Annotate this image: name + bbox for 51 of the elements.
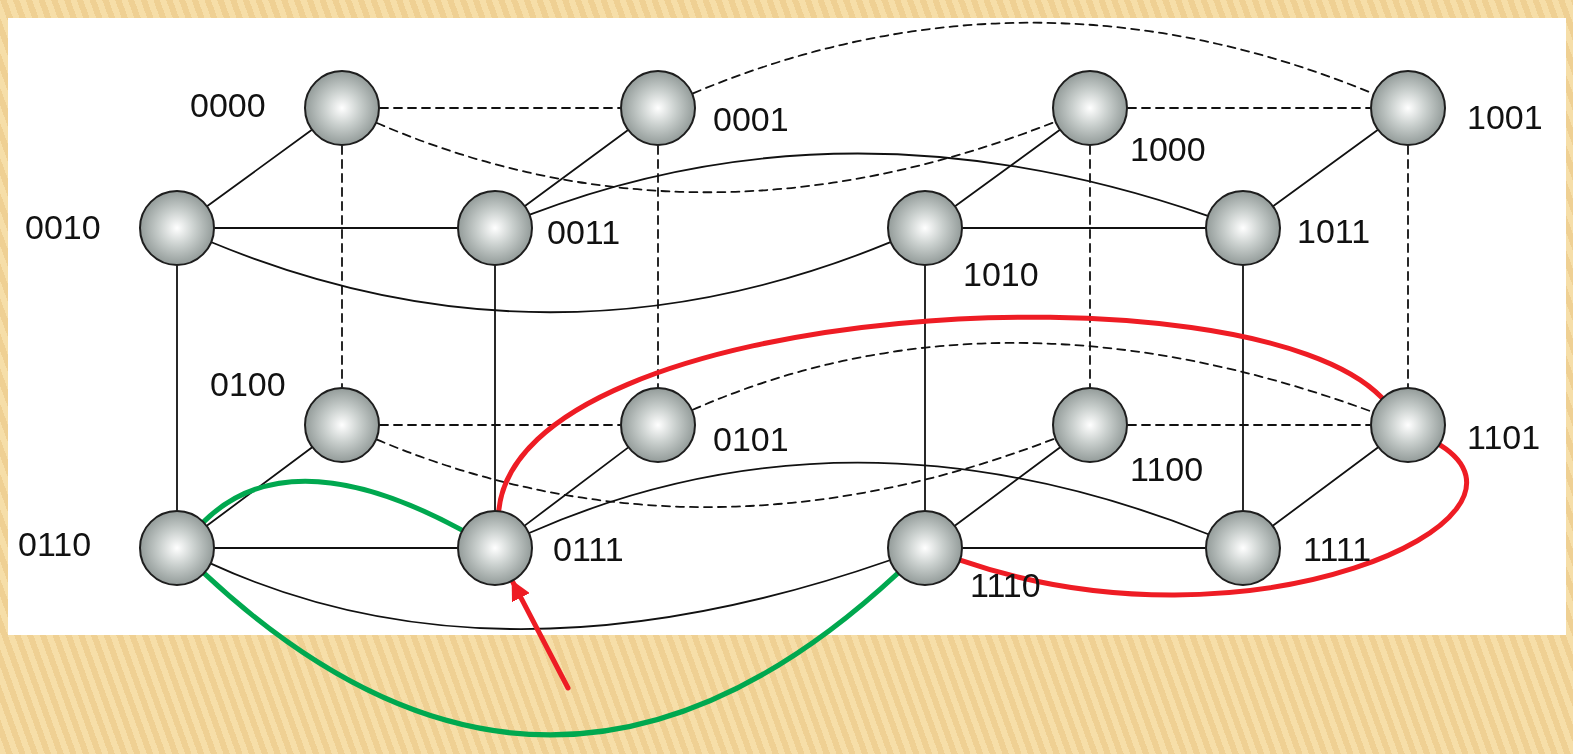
vertex-label: 1111 [1303, 530, 1372, 568]
vertex-label: 0101 [713, 420, 789, 458]
vertex-label: 0010 [25, 208, 101, 246]
vertex-label: 1110 [970, 566, 1041, 604]
edge-line [494, 265, 496, 511]
edge-line [962, 547, 1206, 549]
edge-line [1089, 145, 1091, 388]
vertex-label: 0001 [713, 100, 789, 138]
edge-line [201, 478, 465, 533]
edge-line [214, 547, 458, 549]
edge-line [924, 265, 926, 511]
edge-line [1272, 446, 1379, 527]
arrow [510, 579, 571, 691]
vertex-label: 1100 [1130, 450, 1204, 488]
edge-line [954, 446, 1061, 527]
vertex-label: 1010 [963, 255, 1039, 293]
edge-line [214, 227, 458, 229]
edge-line [1127, 424, 1371, 426]
edge-line [379, 424, 621, 426]
edge-line [1407, 145, 1409, 388]
edge-line [376, 437, 1056, 508]
edge-line [202, 571, 900, 738]
edge-line [379, 107, 621, 109]
edge-line [657, 145, 659, 388]
edge-line [962, 227, 1206, 229]
vertex-label: 1001 [1467, 98, 1543, 136]
vertex-label: 1011 [1297, 212, 1371, 250]
edge-line [954, 129, 1061, 207]
edge-line [1272, 129, 1379, 207]
edge-line [529, 152, 1208, 217]
vertex-label: 0110 [18, 525, 92, 563]
edge-line [206, 446, 313, 527]
edge-line [210, 559, 890, 630]
edge-line [496, 315, 1385, 513]
vertex-label: 0011 [547, 213, 621, 251]
vertex-label: 0000 [190, 86, 266, 124]
edge-line [206, 129, 313, 207]
edge-line [958, 442, 1469, 598]
vertex-label: 1000 [1130, 130, 1206, 168]
edge-line [524, 129, 629, 207]
edge-line [341, 145, 343, 388]
vertex-label: 0111 [553, 530, 624, 568]
edge-line [528, 461, 1209, 535]
vertex-label: 0100 [210, 365, 286, 403]
edge-line [376, 121, 1056, 194]
vertex-label: 1101 [1467, 418, 1541, 456]
edge-line [524, 447, 629, 526]
edge-line [1242, 265, 1244, 511]
edge-line [211, 241, 891, 314]
edge-line [176, 265, 178, 511]
edge-line [1127, 107, 1371, 109]
